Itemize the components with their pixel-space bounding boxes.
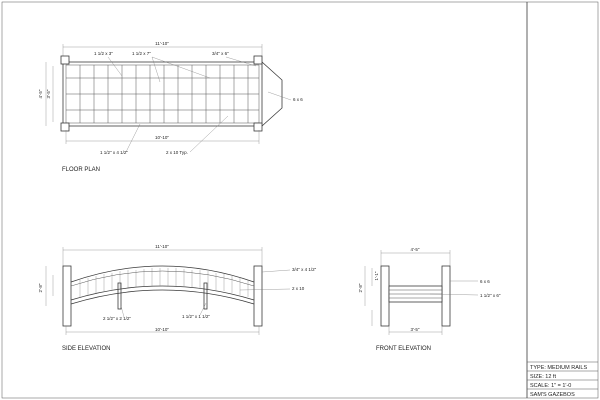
title-block-company: SAM'S GAZEBOS [530,392,575,398]
side-elevation-height: 2'-8" [38,283,43,292]
front-elevation-view: 4'-5" 2'-8" 1'-1" 3'-5" 6 x 6 1 1/2" x 6… [358,247,501,352]
floor-plan-callout: 1 1/2 x 7" [132,51,151,56]
title-block-type: TYPE: MEDIUM RAILS [530,365,587,371]
bottom-rail [70,285,255,301]
side-elevation-callout: 2 x 10 [292,286,305,291]
post [62,265,72,327]
post [60,122,70,132]
front-elevation-callout: 1 1/2" x 6" [480,293,501,298]
floor-plan-inner-length: 10'-10" [155,135,169,140]
side-elevation-callout: 3/4" x 4 1/2" [292,267,317,272]
floor-plan-deck [62,61,263,127]
side-elevation-overall-length: 11'-10" [155,244,169,249]
floor-plan-callout: 6 x 6 [293,97,303,102]
side-elevation-title: SIDE ELEVATION [62,346,110,352]
post [380,265,390,327]
side-elevation-callout: 2 1/2" x 2 1/2" [103,316,131,321]
floor-plan-title: FLOOR PLAN [62,167,100,173]
side-elevation-callout: 1 1/2" x 1 1/2" [182,314,210,319]
floor-plan-callout: 3/4" x 6" [212,51,229,56]
top-rail [70,265,255,283]
side-elevation-view: 11'-10" [38,244,317,352]
floor-plan-grid [66,65,259,123]
balusters [79,268,249,297]
floor-plan-width-outer: 4'-5" [38,89,43,98]
post [253,55,263,65]
front-elevation-bottom-width: 3'-5" [411,327,420,332]
post [441,265,451,327]
floor-plan-overall-length: 11'-10" [155,41,169,46]
floor-plan-view: 11'-10" [38,41,303,173]
title-block-size: SIZE: 12 ft [530,374,556,380]
front-elevation-top-width: 4'-5" [411,247,420,252]
front-elevation-sub-height: 1'-1" [374,271,379,280]
post [253,122,263,132]
floor-plan-callout: 1 1/2" x 4 1/2" [100,150,128,155]
side-elevation-inner-length: 10'-10" [155,327,169,332]
title-block-scale: SCALE: 1" = 1'-0 [530,383,571,389]
front-elevation-title: FRONT ELEVATION [376,346,431,352]
floor-plan-width-inner: 3'-5" [46,89,51,98]
post [253,265,263,327]
front-elevation-height: 2'-8" [358,283,363,292]
front-elevation-callout: 6 x 6 [480,279,490,284]
post [60,55,70,65]
floor-plan-callout: 2 x 10 Typ. [166,150,188,155]
floor-plan-callout: 1 1/2 x 3" [94,51,113,56]
